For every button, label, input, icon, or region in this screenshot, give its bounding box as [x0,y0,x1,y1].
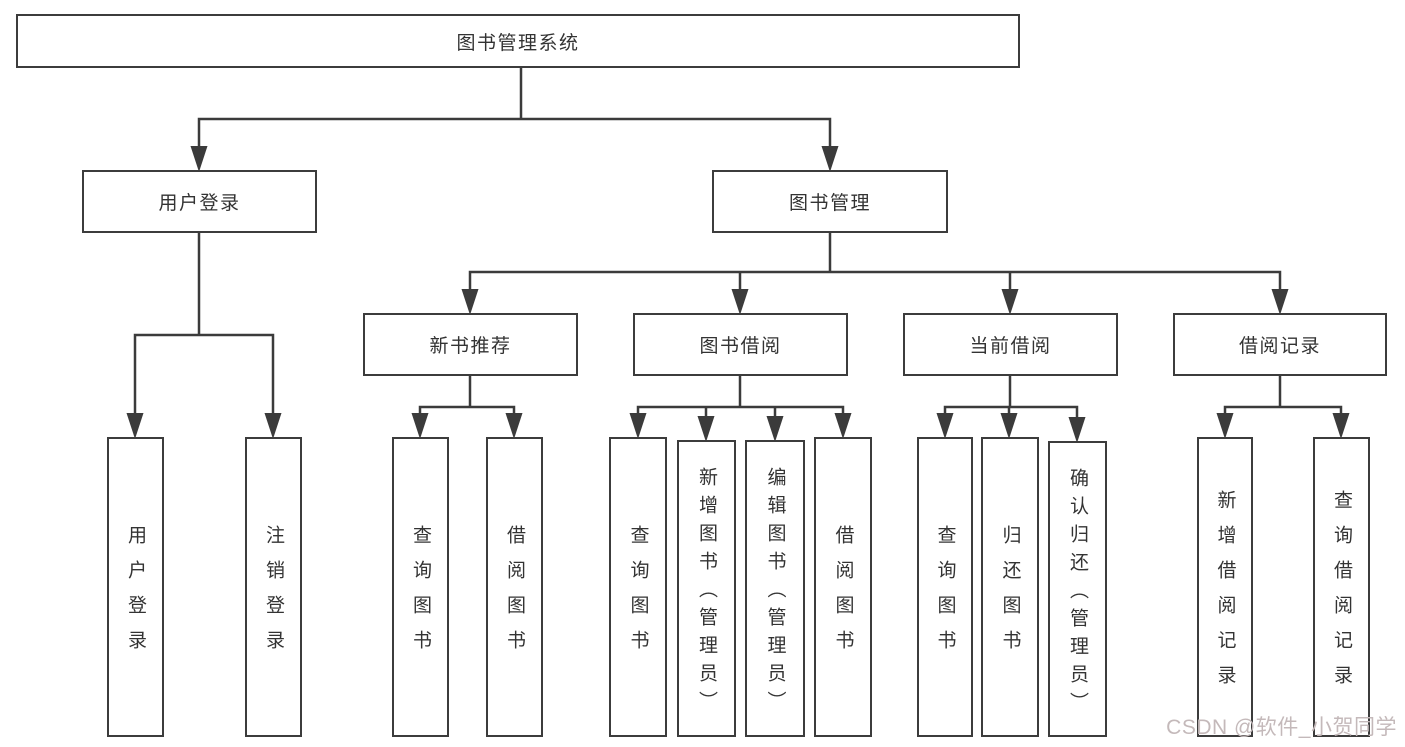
arrowhead [731,289,749,315]
node-leaf-query-book-b: 查询图书 [609,437,667,737]
node-leaf-logout: 注销登录 [245,437,302,737]
arrowhead [126,413,144,439]
arrowhead [834,413,852,439]
node-label: 借阅图书 [832,525,854,665]
node-leaf-borrow-book-a: 借阅图书 [486,437,543,737]
arrowhead [629,413,647,439]
node-label: 查询图书 [410,525,431,665]
node-label: 注销登录 [263,525,284,665]
arrowhead [1001,289,1019,315]
node-leaf-borrow-book-b: 借阅图书 [814,437,872,737]
edge-path [943,374,1079,423]
arrowhead [1216,413,1234,439]
node-label: 用户登录 [125,525,146,665]
edge-path [468,231,1282,295]
arrowhead [936,413,954,439]
arrowhead [461,289,479,315]
edge-path [197,66,832,152]
node-label: 归还图书 [999,525,1021,665]
edge-path [636,374,845,422]
node-label: 查询借阅记录 [1331,490,1352,700]
node-leaf-user-login: 用户登录 [107,437,164,737]
arrowhead [821,146,839,172]
node-leaf-edit-book: 编辑图书（管理员） [745,440,805,737]
node-label: 查询图书 [934,525,956,665]
node-leaf-query-book-a: 查询图书 [392,437,449,737]
node-new-book-recommend: 新书推荐 [363,313,578,376]
arrowhead [1332,413,1350,439]
node-label: 新增借阅记录 [1214,490,1236,700]
node-leaf-return-book: 归还图书 [981,437,1039,737]
arrowhead [697,416,715,442]
arrowhead [1000,413,1018,439]
node-label: 新增图书（管理员） [696,467,717,719]
arrowhead [190,146,208,172]
node-leaf-add-record: 新增借阅记录 [1197,437,1253,737]
node-leaf-confirm-return: 确认归还（管理员） [1048,441,1107,737]
node-leaf-query-book-c: 查询图书 [917,437,973,737]
arrowhead [1271,289,1289,315]
node-current-borrowing: 当前借阅 [903,313,1118,376]
node-label: 借阅图书 [504,525,525,665]
node-leaf-query-record: 查询借阅记录 [1313,437,1370,737]
node-book-borrowing: 图书借阅 [633,313,848,376]
arrowhead [505,413,523,439]
node-label: 查询图书 [627,525,649,665]
edge-path [418,374,516,419]
node-book-management: 图书管理 [712,170,948,233]
arrowhead [264,413,282,439]
arrowhead [1068,417,1086,443]
node-label: 编辑图书（管理员） [764,467,786,719]
node-user-login: 用户登录 [82,170,317,233]
arrowhead [766,416,784,442]
node-label: 确认归还（管理员） [1067,467,1088,720]
node-leaf-add-book: 新增图书（管理员） [677,440,736,737]
edge-path [133,231,275,419]
edge-path [1223,374,1343,419]
node-root: 图书管理系统 [16,14,1020,68]
node-borrow-records: 借阅记录 [1173,313,1387,376]
arrowhead [411,413,429,439]
